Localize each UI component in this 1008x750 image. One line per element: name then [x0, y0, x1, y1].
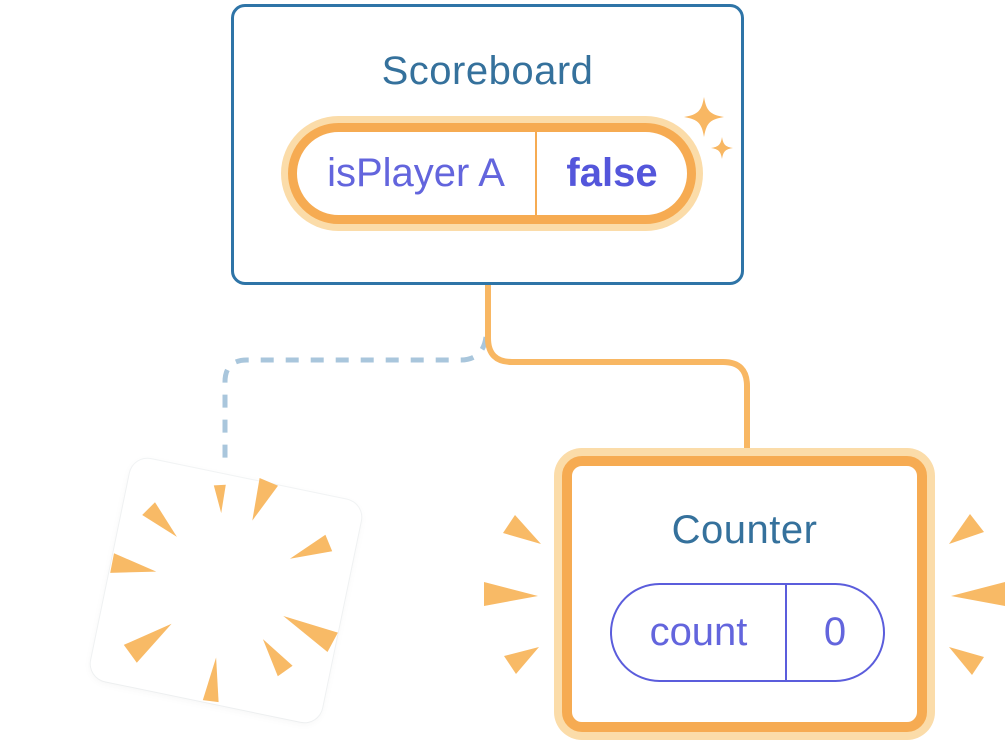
solid-connector-line: [485, 283, 750, 452]
counter-state-pill: count 0: [610, 583, 885, 682]
emphasis-rays-right-icon: [949, 514, 1005, 675]
counter-state-value: 0: [823, 610, 847, 654]
emphasis-ray: [949, 514, 984, 544]
scoreboard-state-value: false: [566, 151, 658, 195]
scoreboard-state-key: isPlayer A: [327, 151, 505, 195]
emphasis-ray: [484, 582, 538, 606]
emphasis-ray: [504, 647, 539, 674]
scoreboard-title: Scoreboard: [381, 49, 594, 93]
dashed-connector-line: [222, 336, 489, 459]
emphasis-rays-left-icon: [484, 515, 541, 674]
counter-title: Counter: [671, 508, 818, 552]
emphasis-ray: [951, 582, 1005, 606]
pill-divider: [785, 585, 787, 680]
emphasis-ray: [949, 647, 984, 675]
pill-divider: [535, 132, 537, 215]
counter-state-key: count: [649, 610, 748, 654]
counter-card: Counter count 0: [562, 456, 927, 732]
destroyed-component-card: [87, 455, 365, 726]
scoreboard-state-pill: isPlayer A false: [288, 123, 696, 224]
scoreboard-card: Scoreboard isPlayer A false: [231, 4, 744, 285]
emphasis-ray: [503, 515, 541, 544]
